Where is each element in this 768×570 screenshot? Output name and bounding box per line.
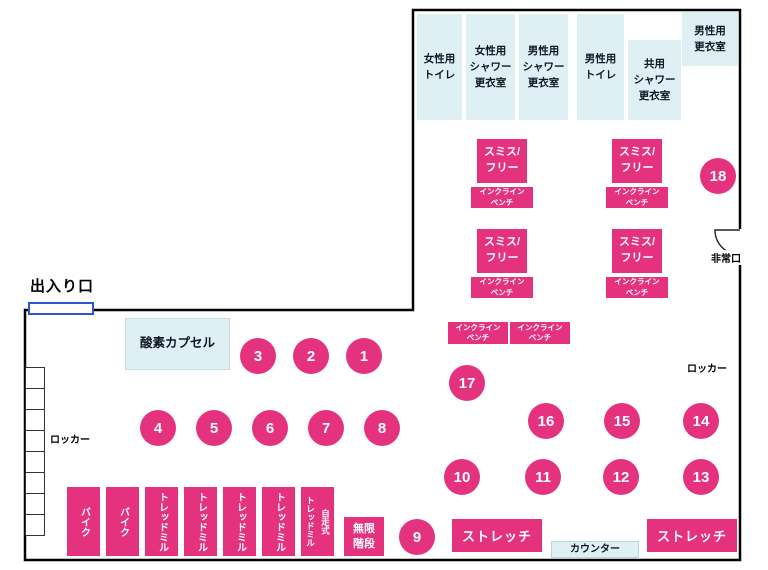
station-6: 6 — [252, 410, 288, 446]
station-13: 13 — [683, 459, 719, 495]
locker-unit — [25, 430, 45, 452]
station-8: 8 — [364, 410, 400, 446]
smith-free-rack-1: スミス/ フリー — [477, 139, 527, 183]
machine-self-propelled-treadmill: 自走式 トレッドミル — [301, 487, 334, 556]
locker-unit — [25, 472, 45, 494]
station-9: 9 — [399, 519, 435, 555]
room-men-shower-changing: 男性用 シャワー 更衣室 — [519, 14, 568, 120]
station-14: 14 — [683, 403, 719, 439]
emergency-exit-label: 非常口 — [710, 250, 742, 265]
locker-unit — [25, 514, 45, 536]
room-shared-shower-changing: 共用 シャワー 更衣室 — [628, 40, 681, 120]
station-18: 18 — [700, 158, 736, 194]
locker-cabinet-left — [25, 367, 45, 536]
smith-free-rack-3: スミス/ フリー — [477, 229, 527, 273]
locker-unit — [25, 451, 45, 473]
station-10: 10 — [444, 459, 480, 495]
incline-bench-6: インクライン ベンチ — [510, 322, 570, 344]
emergency-exit-gap — [736, 229, 744, 255]
machine-treadmill-4: トレッドミル — [262, 487, 295, 556]
station-4: 4 — [140, 410, 176, 446]
room-men-toilet: 男性用 トイレ — [577, 14, 624, 120]
machine-treadmill-3: トレッドミル — [223, 487, 256, 556]
station-2: 2 — [293, 338, 329, 374]
locker-unit — [25, 493, 45, 515]
room-women-shower-changing: 女性用 シャワー 更衣室 — [466, 14, 515, 120]
station-16: 16 — [528, 403, 564, 439]
machine-infinite-stairs: 無限 階段 — [344, 517, 384, 556]
counter: カウンター — [551, 541, 639, 558]
incline-bench-1: インクライン ベンチ — [471, 187, 533, 208]
machine-treadmill-1: トレッドミル — [145, 487, 178, 556]
smith-free-rack-4: スミス/ フリー — [612, 229, 662, 273]
station-15: 15 — [604, 403, 640, 439]
station-3: 3 — [240, 338, 276, 374]
entrance-door — [28, 302, 94, 315]
station-1: 1 — [346, 338, 382, 374]
locker-label-right: ロッカー — [687, 364, 727, 375]
incline-bench-4: インクライン ベンチ — [606, 277, 668, 298]
locker-unit — [25, 409, 45, 431]
incline-bench-2: インクライン ベンチ — [606, 187, 668, 208]
station-12: 12 — [603, 459, 639, 495]
station-5: 5 — [196, 410, 232, 446]
stretch-area-left: ストレッチ — [452, 519, 542, 552]
incline-bench-5: インクライン ベンチ — [448, 322, 508, 344]
entrance-label: 出入り口 — [30, 278, 95, 295]
room-men-changing: 男性用 更衣室 — [682, 12, 738, 66]
station-7: 7 — [308, 410, 344, 446]
locker-unit — [25, 367, 45, 389]
building-outline — [23, 8, 742, 562]
station-11: 11 — [525, 459, 561, 495]
stretch-area-right: ストレッチ — [647, 519, 737, 552]
locker-label-left: ロッカー — [50, 435, 90, 446]
oxygen-capsule-room: 酸素カプセル — [125, 318, 230, 370]
machine-treadmill-2: トレッドミル — [184, 487, 217, 556]
smith-free-rack-2: スミス/ フリー — [612, 139, 662, 183]
machine-bike-1: バイク — [67, 487, 100, 556]
locker-unit — [25, 388, 45, 410]
room-women-toilet: 女性用 トイレ — [417, 14, 462, 120]
incline-bench-3: インクライン ベンチ — [471, 277, 533, 298]
machine-bike-2: バイク — [106, 487, 139, 556]
station-17: 17 — [449, 365, 485, 401]
